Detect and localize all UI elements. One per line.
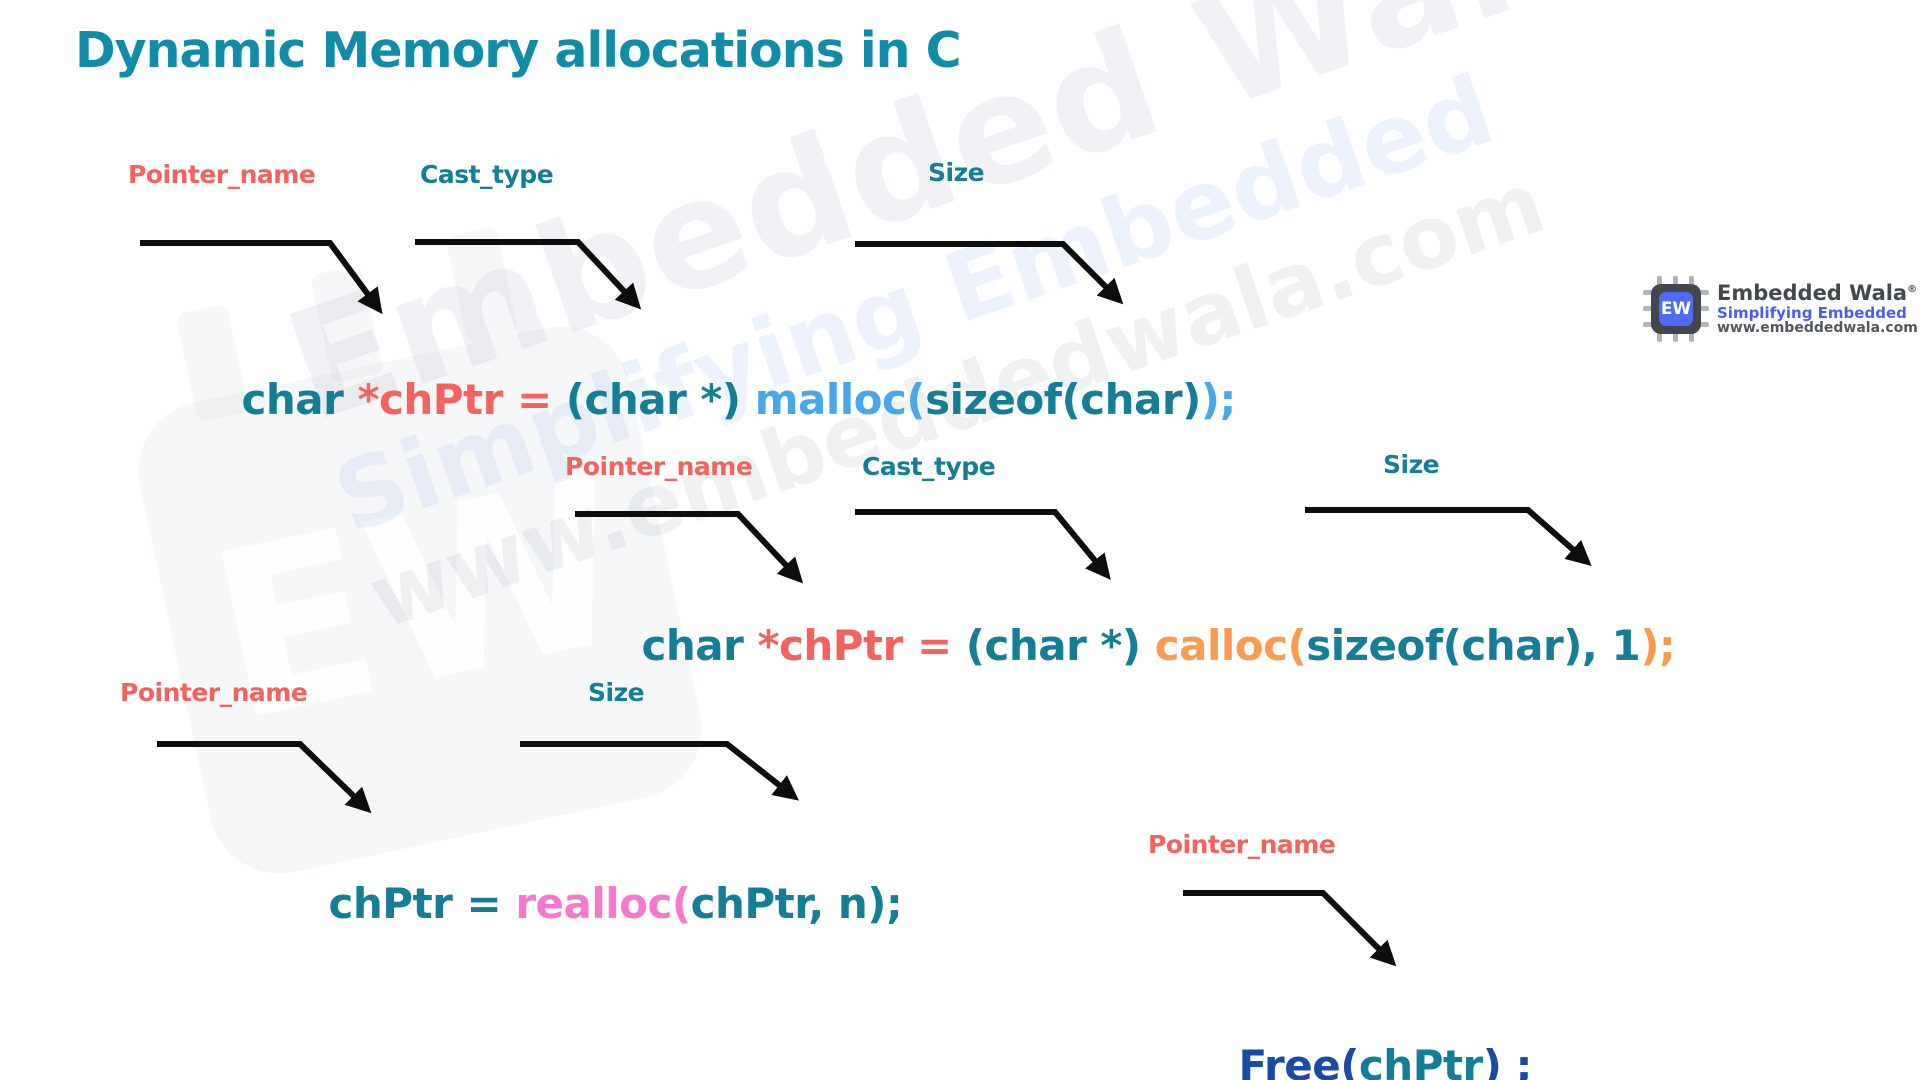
arrow-calloc-cast-type [855,509,1111,580]
code-segment: sizeof(char) [925,375,1201,424]
code-segment: malloc( [754,375,926,424]
label-free-pointer-name: Pointer_name [1148,830,1336,859]
code-line-free: Free(chPtr) ; [1182,992,1533,1080]
code-segment: Free( [1238,1041,1360,1080]
label-calloc-size: Size [1383,450,1440,479]
logo-brand-text: Embedded Wala [1717,280,1908,305]
arrow-free-pointer-name [1183,890,1397,967]
arrow-malloc-pointer-name [140,240,383,315]
code-segment: (char *) [565,375,755,424]
label-calloc-cast-type: Cast_type [862,452,996,481]
code-segment: ) [1482,1041,1502,1080]
ew-chip-icon: EW [1643,276,1709,342]
arrow-calloc-pointer-name [575,511,804,584]
arrow-realloc-size [520,741,799,801]
arrow-malloc-cast-type [415,239,642,310]
label-calloc-pointer-name: Pointer_name [565,452,753,481]
code-segment: char [641,621,758,670]
code-segment: chPtr, n); [690,879,903,928]
code-segment: ); [1200,375,1237,424]
code-segment: ; [1501,1041,1533,1080]
label-realloc-pointer-name: Pointer_name [120,678,308,707]
code-line-calloc: char *chPtr = (char *) calloc(sizeof(cha… [585,572,1676,719]
arrow-malloc-size [855,241,1124,305]
code-segment: sizeof(char), 1 [1306,621,1641,670]
label-malloc-pointer-name: Pointer_name [128,160,316,189]
arrow-calloc-size [1305,507,1592,566]
code-segment: (char *) [965,621,1155,670]
code-segment: chPtr [1358,1041,1483,1080]
label-malloc-cast-type: Cast_type [420,160,554,189]
code-segment: calloc( [1154,621,1307,670]
chip-monogram: EW [1659,292,1693,326]
code-segment: realloc( [515,879,691,928]
code-line-realloc: chPtr = realloc(chPtr, n); [272,830,903,977]
logo-brand-name: Embedded Wala® [1717,280,1918,305]
label-malloc-size: Size [928,158,985,187]
code-segment: chPtr = [328,879,516,928]
logo-registered-mark: ® [1907,283,1918,295]
code-segment: char [241,375,358,424]
page-title: Dynamic Memory allocations in C [75,22,962,79]
logo-website: www.embeddedwala.com [1717,320,1918,337]
arrow-realloc-pointer-name [157,741,372,814]
logo-tagline: Simplifying Embedded [1717,303,1907,322]
code-line-malloc: char *chPtr = (char *) malloc(sizeof(cha… [185,326,1237,473]
code-segment: *chPtr = [357,375,566,424]
code-segment: ); [1640,621,1676,670]
brand-logo: EW Embedded Wala® Simplifying Embedded w… [1643,276,1918,342]
label-realloc-size: Size [588,678,645,707]
code-segment: *chPtr = [757,621,966,670]
